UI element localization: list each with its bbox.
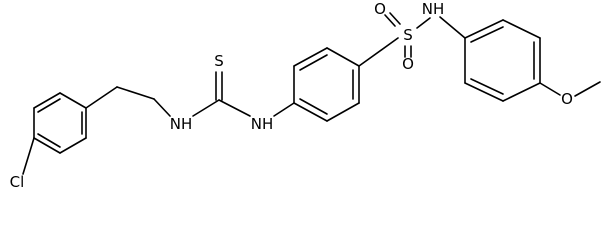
atom-label-n-sulfonamide: NH xyxy=(422,0,445,18)
ring3-bond-1 xyxy=(464,19,504,39)
n2-ring2 xyxy=(273,102,295,117)
ring3-inner-1 xyxy=(470,26,504,43)
s-o-top-1 xyxy=(384,14,396,27)
atom-label-o-methoxy: O xyxy=(561,90,573,108)
ch2-bond-a xyxy=(85,86,118,109)
n1-bond xyxy=(153,98,171,117)
o-methoxy-bond xyxy=(539,82,561,96)
n-ring3-bond xyxy=(439,16,466,39)
ring1-inner-3 xyxy=(37,133,61,148)
ch2-bond-b xyxy=(116,86,155,100)
atom-label-s-sulfonyl: S xyxy=(403,26,413,44)
ring2-bond-5 xyxy=(326,102,360,122)
atom-label-n-aryl: NH xyxy=(251,115,274,133)
atom-label-o-top: O xyxy=(374,0,386,18)
ring3-inner-3 xyxy=(470,78,504,95)
methyl-bond xyxy=(574,81,601,97)
bonds xyxy=(22,12,601,175)
thiourea-n1-c xyxy=(192,99,220,117)
cl-bond xyxy=(22,137,35,175)
ring1-bond-3 xyxy=(59,92,87,109)
ring2-bond-2 xyxy=(293,47,328,67)
molecule-diagram: Cl NH S NH S O O NH O xyxy=(10,0,601,191)
atom-labels: Cl NH S NH S O O NH O xyxy=(10,0,573,191)
atom-label-s-thione: S xyxy=(214,52,224,70)
s-n-bond xyxy=(416,17,431,29)
ring3-bond-2 xyxy=(502,19,541,39)
atom-label-cl: Cl xyxy=(10,173,25,191)
ring1-bond-1 xyxy=(59,137,87,154)
ring1-inner-2 xyxy=(37,98,61,113)
ring3-bond-5 xyxy=(464,82,504,102)
s-o-top-2 xyxy=(389,12,401,25)
ring2-bond-6 xyxy=(293,102,328,122)
ring2-bond-3 xyxy=(326,47,360,67)
ring2-s-bond xyxy=(358,37,399,67)
ring2-inner-1 xyxy=(299,54,328,71)
atom-label-o-bottom: O xyxy=(402,55,414,73)
ring1-bond-4 xyxy=(33,92,61,109)
atom-label-n-benzyl: NH xyxy=(170,115,193,133)
ring3-bond-4 xyxy=(502,82,541,102)
ring1-bond-6 xyxy=(33,137,61,154)
thiourea-c-n2 xyxy=(218,99,251,117)
ring2-inner-3 xyxy=(299,98,328,115)
